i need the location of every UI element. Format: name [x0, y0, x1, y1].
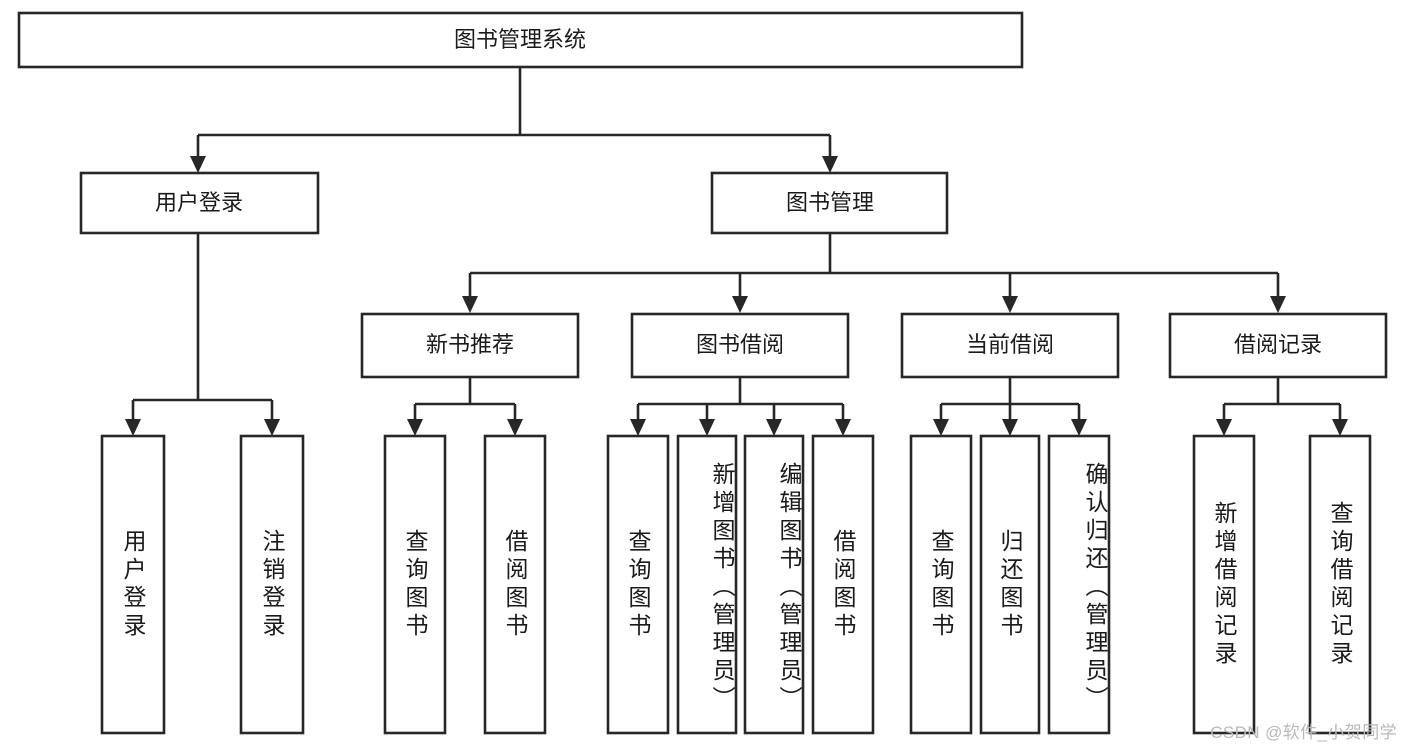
arrow-head-level3-0	[462, 296, 478, 313]
arrow-head-current-leaf-2	[1071, 419, 1087, 436]
node-box-leaf-book-borrow-0[interactable]	[606, 434, 670, 735]
node-box-borrow-record[interactable]	[1168, 312, 1388, 379]
node-box-leaf-borrow-record-1[interactable]	[1308, 434, 1372, 735]
leaf-label-user-login-0: 用户登录	[120, 528, 147, 641]
connector-group	[125, 67, 1348, 436]
leaf-label-new-book-recommend-0: 查询图书	[402, 528, 429, 641]
node-box-leaf-book-borrow-3[interactable]	[811, 434, 875, 735]
node-label-user-login: 用户登录	[155, 190, 243, 215]
leaf-label-book-borrow-1: 新增图书（管理员）	[709, 461, 735, 714]
node-label-root: 图书管理系统	[454, 27, 586, 52]
node-box-leaf-current-borrow-1[interactable]	[979, 434, 1041, 735]
node-box-book-manage[interactable]	[710, 171, 949, 235]
leaf-label-current-borrow-1: 归还图书	[997, 528, 1024, 641]
leaf-label-new-book-recommend-1: 借阅图书	[502, 528, 529, 641]
node-label-new-book-recommend: 新书推荐	[426, 332, 514, 357]
arrow-head-record-leaf-1	[1332, 419, 1348, 436]
node-label-borrow-record: 借阅记录	[1234, 332, 1322, 357]
watermark-text: CSDN @软件_小贺同学	[1210, 723, 1397, 742]
node-label-group: 图书管理系统 用户登录 图书管理 新书推荐 图书借阅 当前借阅 借阅记录	[155, 27, 1322, 357]
arrow-head-user-login-leaf-1	[264, 419, 280, 436]
node-box-user-login[interactable]	[79, 171, 320, 235]
node-box-book-borrow[interactable]	[630, 312, 850, 379]
leaf-label-borrow-record-1: 查询借阅记录	[1327, 500, 1354, 669]
arrow-head-level3-2	[1002, 296, 1018, 313]
node-box-leaf-book-borrow-2[interactable]	[743, 434, 805, 735]
node-box-leaf-current-borrow-2[interactable]	[1047, 434, 1111, 735]
leaf-label-book-borrow-0: 查询图书	[625, 528, 652, 641]
arrow-head-borrow-leaf-3	[835, 419, 851, 436]
arrow-head-borrow-leaf-2	[766, 419, 782, 436]
node-label-book-manage: 图书管理	[786, 190, 874, 215]
node-box-leaf-borrow-record-0[interactable]	[1192, 434, 1256, 735]
arrow-head-current-leaf-0	[933, 419, 949, 436]
arrow-head-newbook-leaf-0	[407, 419, 423, 436]
leaf-label-current-borrow-2: 确认归还（管理员）	[1082, 461, 1108, 714]
node-label-book-borrow: 图书借阅	[696, 332, 784, 357]
leaf-label-book-borrow-3: 借阅图书	[830, 528, 857, 641]
arrow-head-borrow-leaf-1	[699, 419, 715, 436]
node-box-leaf-book-borrow-1[interactable]	[676, 434, 738, 735]
arrow-head-book-manage	[822, 156, 838, 173]
leaf-label-book-borrow-2: 编辑图书（管理员）	[776, 461, 802, 714]
node-box-root[interactable]	[17, 11, 1024, 69]
node-box-new-book-recommend[interactable]	[360, 312, 580, 379]
arrow-head-newbook-leaf-1	[507, 419, 523, 436]
arrow-head-user-login	[190, 156, 206, 173]
arrow-head-level3-1	[732, 296, 748, 313]
node-box-leaf-user-login-0[interactable]	[100, 434, 166, 735]
arrow-head-level3-3	[1270, 296, 1286, 313]
leaf-label-current-borrow-0: 查询图书	[928, 528, 955, 641]
arrow-head-user-login-leaf-0	[125, 419, 141, 436]
node-box-leaf-new-book-0[interactable]	[383, 434, 447, 735]
node-box-leaf-user-login-1[interactable]	[239, 434, 305, 735]
node-label-current-borrow: 当前借阅	[966, 332, 1054, 357]
arrow-head-record-leaf-0	[1216, 419, 1232, 436]
arrow-head-current-leaf-1	[1002, 419, 1018, 436]
node-box-leaf-new-book-1[interactable]	[483, 434, 547, 735]
arrow-head-borrow-leaf-0	[630, 419, 646, 436]
node-box-leaf-current-borrow-0[interactable]	[909, 434, 973, 735]
leaf-label-user-login-1: 注销登录	[259, 528, 286, 641]
node-box-current-borrow[interactable]	[900, 312, 1120, 379]
leaf-label-borrow-record-0: 新增借阅记录	[1211, 500, 1238, 669]
node-box-group	[17, 11, 1388, 735]
